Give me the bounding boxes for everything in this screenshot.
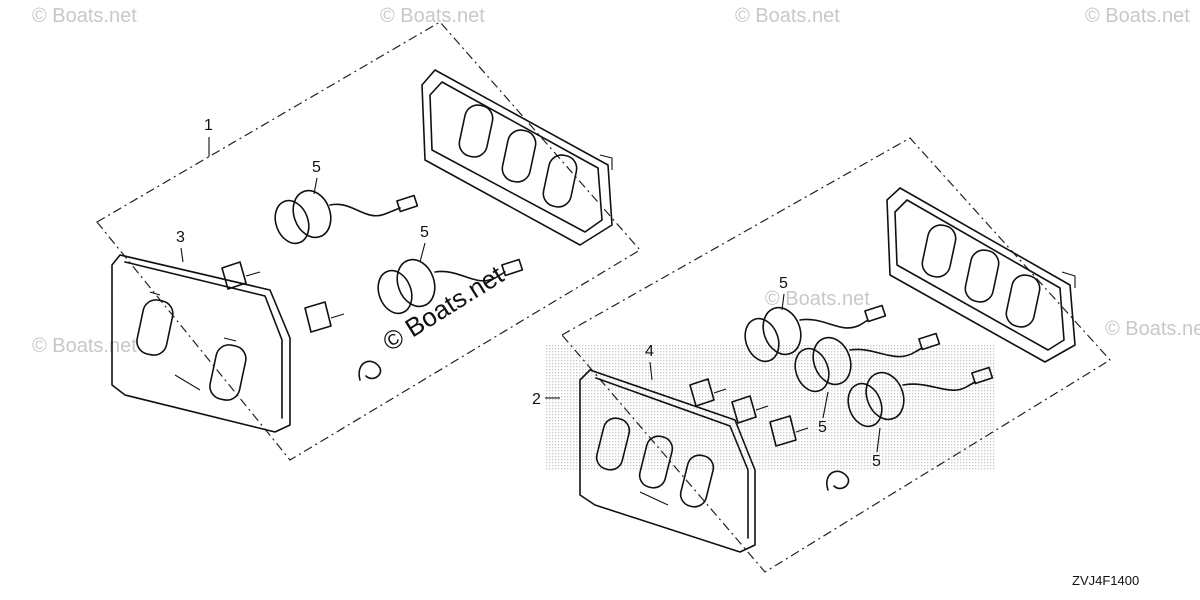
callout-5-right-1: 5 bbox=[779, 275, 788, 292]
callout-3: 3 bbox=[176, 229, 185, 246]
clip-right-1 bbox=[689, 378, 727, 407]
switch-5-right-2 bbox=[794, 332, 941, 393]
switch-5-left-bottom bbox=[377, 258, 524, 315]
switch-5-left-top bbox=[274, 189, 419, 245]
kit-1-boundary bbox=[96, 21, 641, 461]
frame-left bbox=[421, 69, 613, 246]
watermark-left: © Boats.net bbox=[32, 335, 137, 357]
callout-4: 4 bbox=[645, 343, 654, 360]
panel-4 bbox=[579, 369, 756, 553]
halftone-logo bbox=[545, 345, 995, 470]
frame-right bbox=[886, 187, 1076, 363]
band-clip-right bbox=[826, 470, 850, 491]
callout-5-right-3: 5 bbox=[872, 453, 881, 470]
callout-5-left-top: 5 bbox=[312, 159, 321, 176]
watermark-top-left: © Boats.net bbox=[32, 5, 137, 27]
switch-5-right-3 bbox=[847, 366, 994, 428]
callout-1: 1 bbox=[204, 117, 213, 134]
watermark-top-right-1: © Boats.net bbox=[735, 5, 840, 27]
callout-2: 2 bbox=[532, 391, 541, 408]
kit-2-group: 2 4 5 5 5 bbox=[532, 137, 1111, 573]
clip-right-3 bbox=[769, 415, 809, 447]
callout-5-right-2: 5 bbox=[818, 419, 827, 436]
watermark-mid-right: © Boats.net bbox=[765, 288, 870, 310]
diagram-code: ZVJ4F1400 bbox=[1072, 573, 1139, 588]
switch-5-right-1 bbox=[744, 304, 887, 363]
clip-left-1 bbox=[221, 261, 261, 290]
kit-2-boundary bbox=[561, 137, 1111, 573]
kit-1-group: 1 3 5 5 bbox=[96, 21, 641, 461]
watermark-right: © Boats.net bbox=[1105, 318, 1200, 340]
callout-5-left-bottom: 5 bbox=[420, 224, 429, 241]
panel-3 bbox=[111, 254, 291, 433]
clip-left-2 bbox=[304, 301, 345, 333]
watermark-top-right-2: © Boats.net bbox=[1085, 5, 1190, 27]
watermark-top-mid: © Boats.net bbox=[380, 5, 485, 27]
band-clip-left bbox=[358, 360, 382, 381]
clip-right-2 bbox=[731, 395, 769, 424]
